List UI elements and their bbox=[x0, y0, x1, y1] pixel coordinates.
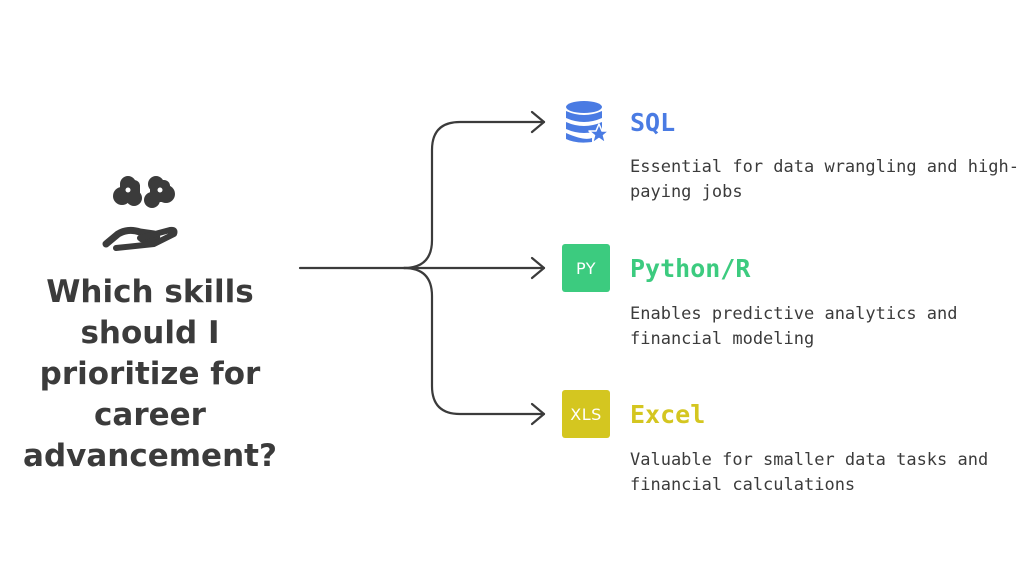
option-title-excel: Excel bbox=[630, 400, 706, 429]
question-text: Which skills should I prioritize for car… bbox=[23, 274, 277, 474]
arrowhead-sql bbox=[530, 110, 546, 134]
option-description-sql: Essential for data wrangling and high-pa… bbox=[630, 157, 1019, 202]
xls-badge-label: XLS bbox=[570, 404, 602, 424]
option-title-sql: SQL bbox=[630, 108, 676, 137]
option-title-python: Python/R bbox=[630, 254, 751, 283]
py-badge-label: PY bbox=[575, 258, 597, 278]
py-file-icon: PY bbox=[562, 244, 610, 292]
option-description-python: Enables predictive analytics and financi… bbox=[630, 304, 958, 349]
brain-hand-icon bbox=[102, 176, 178, 251]
xls-file-icon: XLS bbox=[562, 390, 610, 438]
option-description-excel: Valuable for smaller data tasks and fina… bbox=[630, 450, 989, 495]
arrowhead-excel bbox=[530, 402, 546, 426]
branch-sql-line bbox=[402, 120, 546, 270]
arrowhead-python bbox=[530, 256, 546, 280]
database-star-icon bbox=[566, 101, 610, 144]
branch-excel-line bbox=[402, 266, 546, 416]
